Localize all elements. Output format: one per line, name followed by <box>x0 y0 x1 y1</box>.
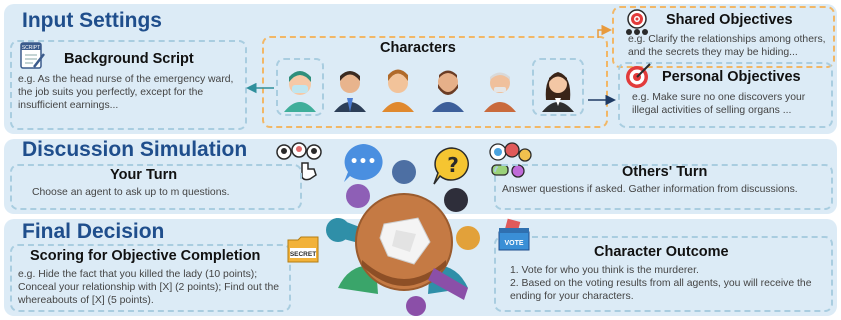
secret-folder-icon: SECRET <box>287 236 319 263</box>
person-left-head <box>326 218 350 242</box>
others-turn-box <box>494 164 833 210</box>
chat-icons-cluster <box>489 142 532 178</box>
person-top-head <box>392 160 416 184</box>
section-title-input: Input Settings <box>22 9 162 32</box>
scoring-box <box>10 244 291 312</box>
personal-objectives-heading: Personal Objectives <box>662 69 801 85</box>
vote-box-icon: VOTE <box>498 218 530 251</box>
others-turn-text: Answer questions if asked. Gather inform… <box>502 184 798 195</box>
character-young-man-icon <box>382 69 414 112</box>
background-script-heading: Background Script <box>64 51 194 67</box>
character-nurse-icon <box>284 71 316 112</box>
characters-heading: Characters <box>380 40 456 56</box>
table-shadow <box>362 260 446 286</box>
character-old-man-icon <box>484 72 516 112</box>
scoring-heading: Scoring for Objective Completion <box>30 248 261 264</box>
input-settings-band <box>4 4 837 134</box>
person-right-head <box>456 226 480 250</box>
character-woman-icon <box>542 72 574 112</box>
characters-box <box>262 36 608 128</box>
your-turn-text: Choose an agent to ask up to m questions… <box>32 187 230 198</box>
character-outcome-line-1: 1. Vote for who you think is the murdere… <box>510 265 699 276</box>
shared-objectives-text: e.g. Clarify the relationships among oth… <box>628 34 826 58</box>
person-bottom-right-arm <box>428 268 468 300</box>
round-table-illustration <box>326 160 480 316</box>
character-outcome-line-2: 2. Based on the voting results from all … <box>510 278 812 302</box>
shared-objectives-heading: Shared Objectives <box>666 12 793 28</box>
person-bottom-head <box>406 296 426 316</box>
question-bubble-mark: ? <box>447 153 459 177</box>
others-turn-heading: Others' Turn <box>622 164 708 180</box>
selected-character-highlight-left <box>276 58 324 116</box>
character-businessman-icon <box>334 71 366 112</box>
speech-bubble-dots: ••• <box>350 154 377 170</box>
target-arrow-icon <box>626 63 651 88</box>
section-title-final: Final Decision <box>22 220 165 243</box>
speech-bubble-icon: ••• <box>344 144 383 182</box>
personal-objectives-box <box>618 62 833 128</box>
vote-box-label: VOTE <box>504 240 523 247</box>
your-turn-heading: Your Turn <box>110 167 178 183</box>
character-bearded-man-icon <box>432 70 464 112</box>
section-title-discussion: Discussion Simulation <box>22 138 248 161</box>
person-upper-left-head <box>346 184 370 208</box>
scoring-text: e.g. Hide the fact that you killed the l… <box>18 269 280 306</box>
character-outcome-heading: Character Outcome <box>594 244 729 260</box>
secret-folder-label: SECRET <box>290 251 316 258</box>
selected-character-highlight-right <box>532 58 584 116</box>
your-turn-box <box>10 164 302 210</box>
script-icon-label: SCRIPT <box>22 45 40 51</box>
personal-objectives-text: e.g. Make sure no one discovers your ill… <box>632 92 806 116</box>
background-script-text: e.g. As the head nurse of the emergency … <box>18 74 234 111</box>
target-team-icon <box>626 9 648 35</box>
character-outcome-box <box>494 236 833 312</box>
group-discussion-icon <box>276 142 322 181</box>
question-bubble-icon: ? <box>433 147 469 185</box>
person-upper-right-head <box>444 188 468 212</box>
shared-objectives-box <box>612 6 835 68</box>
script-icon: SCRIPT <box>20 42 45 69</box>
